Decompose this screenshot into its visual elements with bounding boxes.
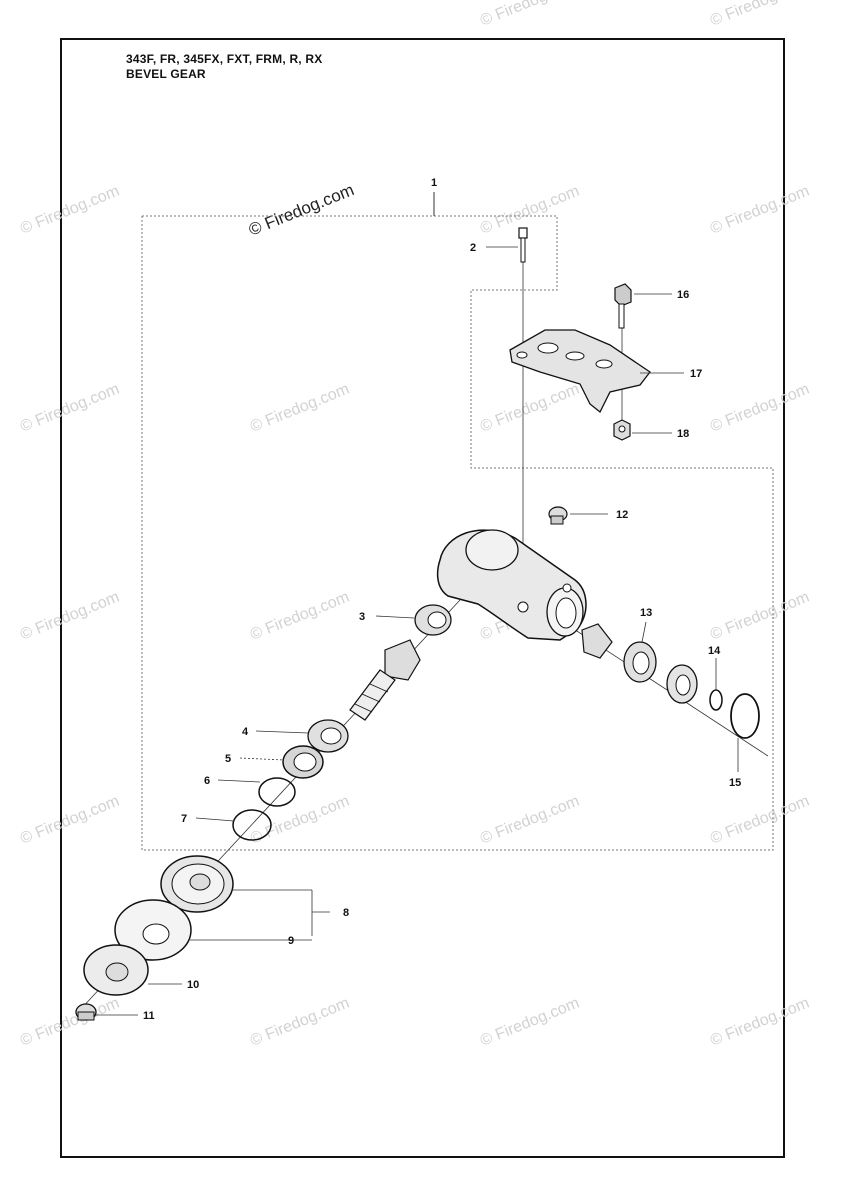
callout-6: 6 bbox=[204, 775, 210, 787]
clamp-screw-part bbox=[614, 283, 632, 329]
nut-part-11 bbox=[75, 1003, 97, 1021]
bearing-part-4 bbox=[307, 719, 349, 753]
drive-shaft-gear-part bbox=[349, 639, 421, 721]
ring-part-7 bbox=[232, 809, 272, 841]
callout-17: 17 bbox=[690, 368, 702, 380]
callout-15: 15 bbox=[729, 777, 741, 789]
callout-4: 4 bbox=[242, 726, 249, 738]
gear-housing-part bbox=[436, 529, 587, 641]
thrust-sleeve-part-10 bbox=[83, 944, 149, 996]
plug-screw-part bbox=[548, 506, 568, 525]
callout-11: 11 bbox=[143, 1010, 155, 1022]
screw-part bbox=[518, 227, 528, 263]
support-flange-part-8 bbox=[160, 855, 234, 913]
callout-5: 5 bbox=[225, 753, 231, 765]
ring-part-14 bbox=[709, 689, 723, 711]
leader-lines bbox=[96, 246, 739, 1016]
callout-1: 1 bbox=[431, 177, 437, 189]
callout-18: 18 bbox=[677, 428, 689, 440]
seal-part-5 bbox=[282, 745, 324, 779]
callout-13: 13 bbox=[640, 607, 652, 619]
callout-8: 8 bbox=[343, 907, 349, 919]
diagram-frame bbox=[60, 38, 785, 1158]
disc-part-9 bbox=[114, 899, 192, 961]
clamp-bracket-part bbox=[509, 329, 651, 414]
callout-16: 16 bbox=[677, 289, 689, 301]
callout-14: 14 bbox=[708, 645, 721, 657]
callout-12: 12 bbox=[616, 509, 628, 521]
callout-3: 3 bbox=[359, 611, 365, 623]
callout-10: 10 bbox=[187, 979, 199, 991]
assembly-outline bbox=[141, 215, 774, 851]
section-title: BEVEL GEAR bbox=[126, 67, 206, 81]
callout-7: 7 bbox=[181, 813, 187, 825]
callout-2: 2 bbox=[470, 242, 476, 254]
circlip-part-15 bbox=[730, 693, 760, 739]
callout-9: 9 bbox=[288, 935, 294, 947]
nut-part bbox=[613, 419, 631, 441]
output-gear-part bbox=[581, 623, 698, 704]
bearing-part-3 bbox=[414, 604, 452, 636]
ring-part-6 bbox=[258, 777, 296, 807]
model-title: 343F, FR, 345FX, FXT, FRM, R, RX bbox=[126, 52, 323, 66]
